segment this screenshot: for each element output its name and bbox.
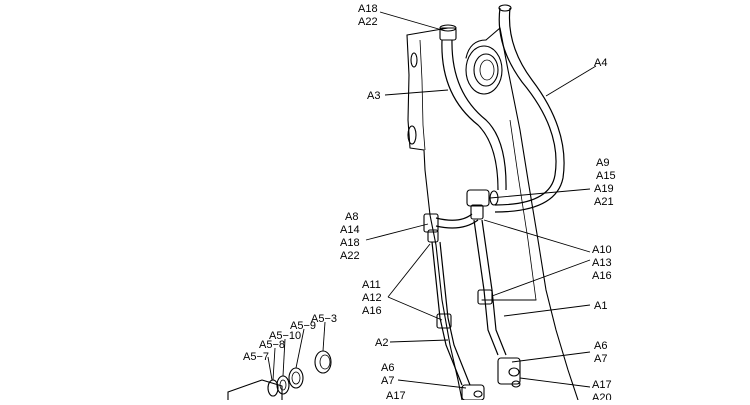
label-a5-7: A5−7	[243, 351, 269, 363]
boom-arm	[406, 27, 579, 401]
label-a12: A12	[362, 292, 382, 304]
label-a22-top: A22	[358, 16, 378, 28]
pipe-a2	[431, 241, 471, 386]
hose-a8	[423, 213, 479, 243]
label-a10: A10	[592, 244, 612, 256]
hose-a3	[439, 24, 507, 191]
label-a6-right: A6	[594, 340, 607, 352]
label-a1: A1	[594, 300, 607, 312]
hose-a4	[494, 4, 565, 213]
label-a15: A15	[596, 170, 616, 182]
label-a16-right: A16	[592, 270, 612, 282]
label-a13: A13	[592, 257, 612, 269]
label-a16-left: A16	[362, 305, 382, 317]
fitting-right-bottom	[497, 357, 521, 388]
label-a19: A19	[594, 183, 614, 195]
label-a3: A3	[367, 90, 380, 102]
pivot-boss	[465, 39, 503, 95]
label-a21: A21	[594, 196, 614, 208]
label-a7-right: A7	[594, 353, 607, 365]
label-a2: A2	[375, 337, 388, 349]
label-a5-8: A5−8	[259, 339, 285, 351]
label-a18-top: A18	[358, 3, 378, 15]
label-a5-3: A5−3	[311, 313, 337, 325]
label-a9: A9	[596, 157, 609, 169]
fitting-left-bottom	[461, 384, 485, 401]
label-a4: A4	[594, 57, 607, 69]
label-a17-left: A17	[386, 390, 406, 400]
pipe-a1	[473, 219, 507, 356]
label-a14: A14	[340, 224, 360, 236]
label-a11: A11	[362, 279, 381, 291]
label-a6-left: A6	[381, 362, 394, 374]
label-a20: A20	[592, 392, 612, 400]
label-a8: A8	[345, 211, 358, 223]
label-a5-9: A5−9	[290, 320, 316, 332]
label-a7-left: A7	[381, 375, 394, 387]
label-a5-10: A5−10	[269, 330, 301, 342]
label-a22-mid: A22	[340, 250, 360, 262]
leader-lines	[267, 11, 597, 389]
label-a18-mid: A18	[340, 237, 360, 249]
label-a17-right: A17	[592, 379, 612, 391]
